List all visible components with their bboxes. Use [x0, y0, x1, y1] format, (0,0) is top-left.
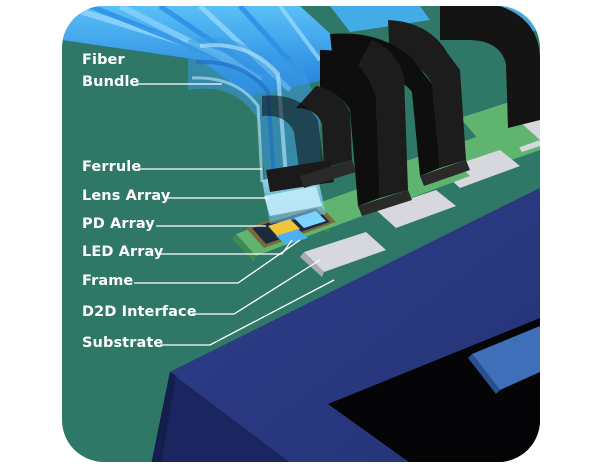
lens-array-face: [264, 186, 322, 216]
leader-led-array: [160, 239, 293, 255]
label-led-array: LED Array: [82, 244, 164, 260]
leader-substrate: [160, 279, 335, 346]
label-pd-array: PD Array: [82, 216, 155, 232]
substrate-block: [150, 188, 540, 462]
label-lens-array: Lens Array: [82, 188, 171, 204]
leader-d2d-interface: [192, 259, 321, 315]
ferrules: [262, 6, 540, 216]
label-fiber-bundle-line2: Bundle: [82, 74, 140, 90]
label-substrate: Substrate: [82, 335, 164, 351]
leader-lines: [134, 83, 335, 346]
label-d2d-interface: D2D Interface: [82, 304, 197, 320]
label-frame: Frame: [82, 273, 134, 289]
leader-frame: [134, 239, 301, 284]
label-fiber-bundle-line1: Fiber: [82, 52, 125, 68]
label-ferrule: Ferrule: [82, 159, 142, 175]
